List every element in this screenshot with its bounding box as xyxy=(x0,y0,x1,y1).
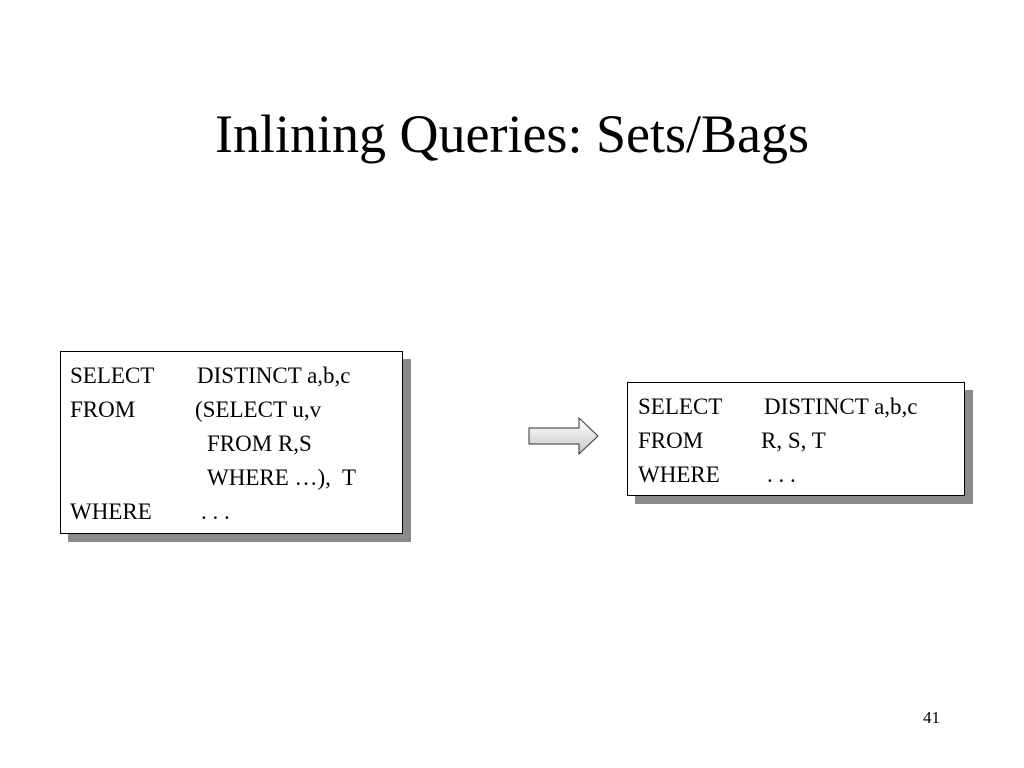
right-select-keyword: SELECT xyxy=(638,394,723,419)
right-where-clause: . . . xyxy=(767,462,796,487)
right-from-keyword: FROM xyxy=(638,428,704,453)
right-arrow-icon xyxy=(528,417,599,456)
page-number: 41 xyxy=(923,708,940,727)
left-from-keyword: FROM xyxy=(70,397,136,422)
left-select-keyword: SELECT xyxy=(70,363,155,388)
right-from-clause: R, S, T xyxy=(761,428,826,453)
left-select-clause: DISTINCT a,b,c xyxy=(197,363,351,388)
right-query-box: SELECT DISTINCT a,b,c FROM R, S, T WHERE… xyxy=(627,382,965,496)
right-select-clause: DISTINCT a,b,c xyxy=(764,394,918,419)
right-where-keyword: WHERE xyxy=(638,462,720,487)
left-where-clause: . . . xyxy=(201,499,230,524)
left-inner-where: WHERE …), T xyxy=(207,465,357,490)
left-inner-from: FROM R,S xyxy=(207,431,312,456)
left-query-box: SELECT DISTINCT a,b,c FROM (SELECT u,v F… xyxy=(60,351,403,534)
left-from-clause: (SELECT u,v xyxy=(195,397,322,422)
left-where-keyword: WHERE xyxy=(70,499,152,524)
slide-title: Inlining Queries: Sets/Bags xyxy=(215,104,809,164)
